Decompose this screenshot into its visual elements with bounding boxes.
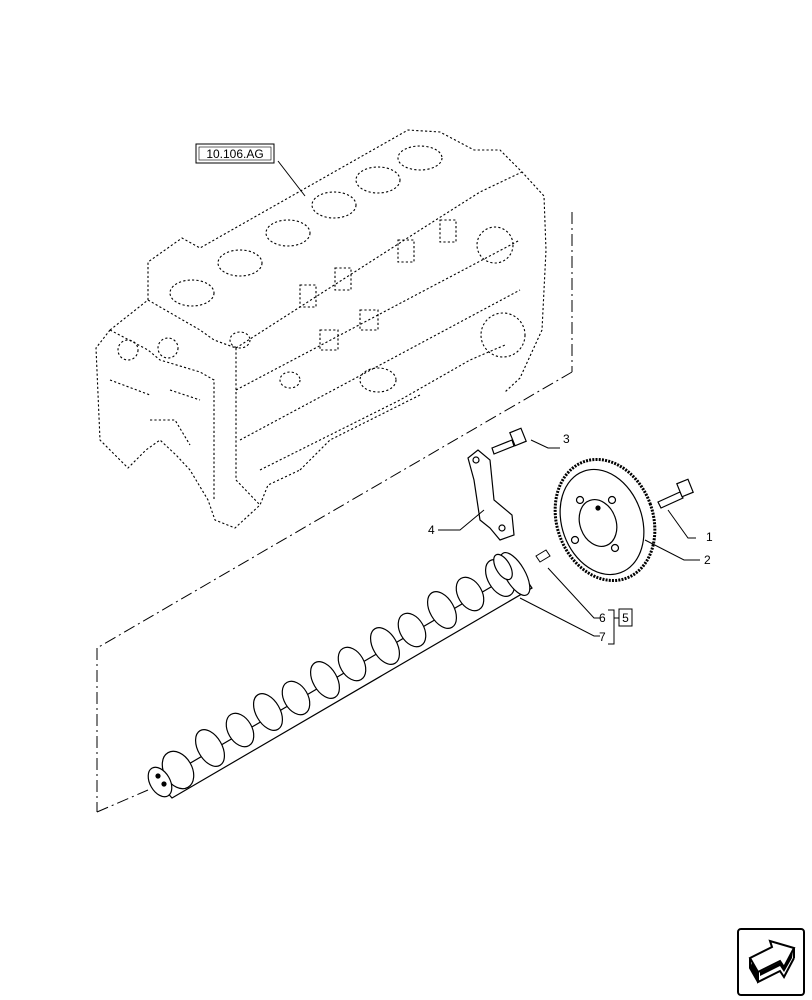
next-page-button[interactable] [737,928,805,996]
callout-4: 4 [428,523,435,537]
reference-label: 10.106.AG [206,147,263,161]
callout-3: 3 [563,432,570,446]
bolt-lower [657,478,694,509]
engine-block-phantom [95,129,547,529]
callout-6: 6 [599,611,606,625]
kit-box: 5 [618,608,633,627]
callout-1: 1 [706,530,713,544]
assembly-envelope-lines [96,212,573,813]
thrust-plate-bracket [467,449,515,541]
callout-2: 2 [704,553,711,567]
camshaft-gear [553,457,657,583]
dowel-pin [535,549,551,563]
reference-box[interactable]: 10.106.AG [195,143,275,164]
callout-7: 7 [599,630,606,644]
kit-label: 5 [622,611,629,625]
next-page-arrow-icon [748,939,796,984]
camshaft [147,552,533,799]
bolt-upper [491,427,527,455]
leader-lines [277,160,700,645]
